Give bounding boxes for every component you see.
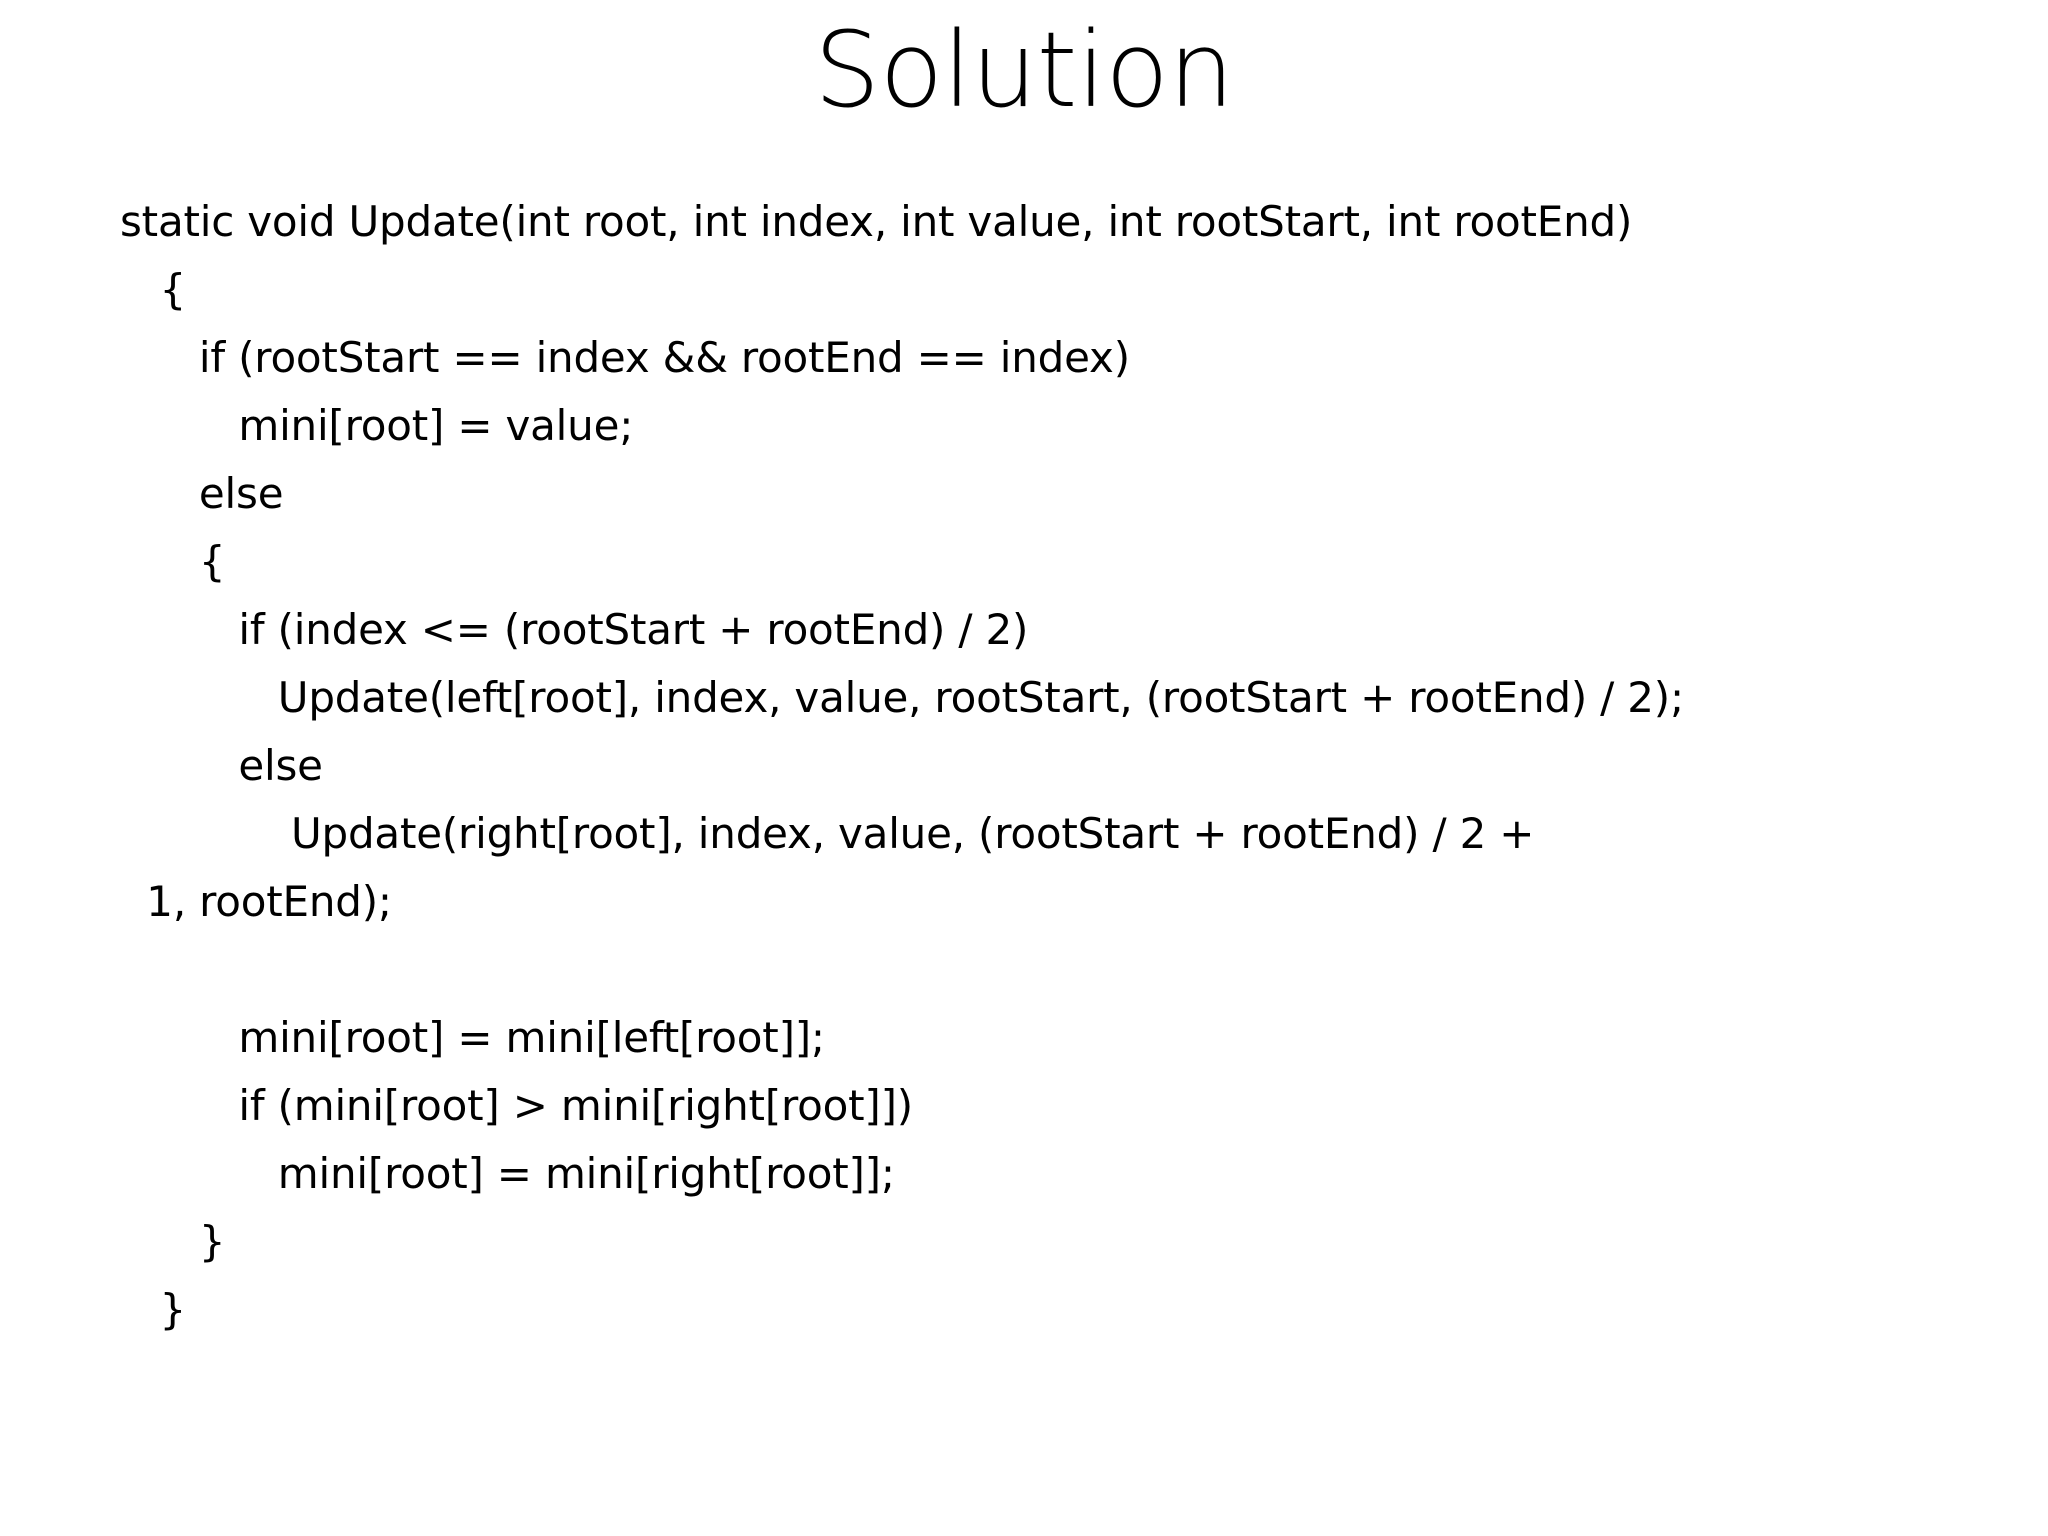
page-title: Solution	[814, 9, 1234, 131]
code-line: if (mini[root] > mini[right[root]])	[120, 1081, 913, 1130]
code-line: mini[root] = mini[right[root]];	[120, 1149, 895, 1198]
code-line: else	[120, 469, 284, 518]
code-line: if (index <= (rootStart + rootEnd) / 2)	[120, 605, 1029, 654]
code-line: }	[120, 1285, 186, 1334]
code-line: Update(right[root], index, value, (rootS…	[120, 809, 1535, 858]
code-line: if (rootStart == index && rootEnd == ind…	[120, 333, 1130, 382]
code-line-continuation: 1, rootEnd);	[120, 877, 392, 926]
code-line-blank	[120, 936, 1980, 1004]
code-line: {	[120, 265, 186, 314]
code-line: else	[120, 741, 323, 790]
code-block: static void Update(int root, int index, …	[120, 188, 1980, 1344]
code-line: mini[root] = value;	[120, 401, 634, 450]
code-line: }	[120, 1217, 226, 1266]
code-line: static void Update(int root, int index, …	[120, 197, 1633, 246]
code-line: mini[root] = mini[left[root]];	[120, 1013, 825, 1062]
code-line: {	[120, 537, 226, 586]
code-line: Update(left[root], index, value, rootSta…	[120, 673, 1684, 722]
